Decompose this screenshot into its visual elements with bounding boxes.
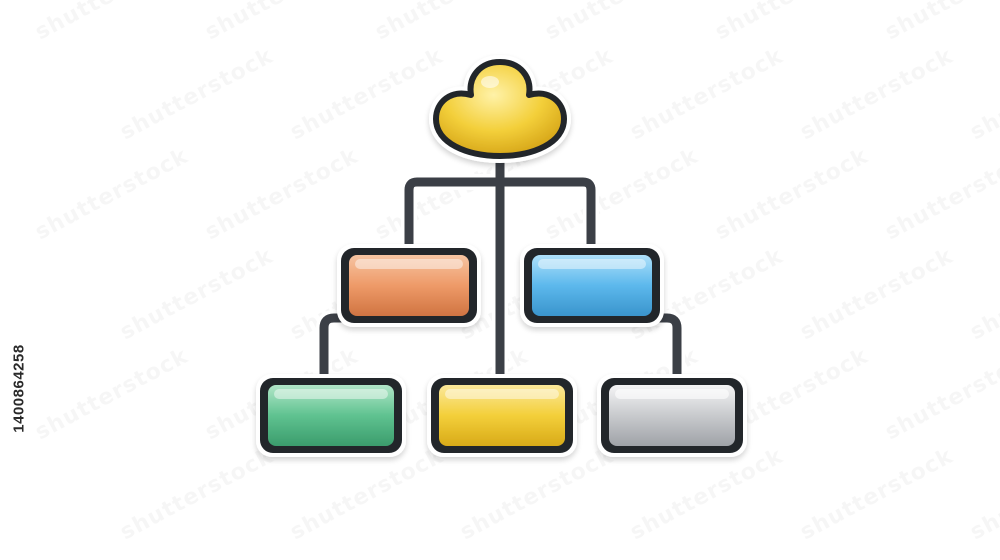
watermark-text: shutterstock (371, 0, 533, 45)
watermark-text: shutterstock (116, 443, 278, 545)
watermark-text: shutterstock (626, 443, 788, 545)
watermark-text: shutterstock (626, 43, 788, 145)
watermark-text: shutterstock (966, 443, 1000, 545)
watermark-text: shutterstock (711, 0, 873, 45)
watermark-text: shutterstock (796, 243, 958, 345)
watermark-text: shutterstock (881, 143, 1000, 245)
node-level2-yellow (427, 374, 577, 457)
node-level2-gray (597, 374, 747, 457)
level-1-bracket-connector (404, 177, 596, 253)
node-level1-orange (337, 244, 481, 327)
root-node (429, 55, 571, 163)
watermark-text: shutterstock (31, 0, 193, 45)
node-level2-green (256, 374, 406, 457)
watermark-text: shutterstock (796, 443, 958, 545)
watermark-text: shutterstock (31, 343, 193, 445)
watermark-text: shutterstock (881, 0, 1000, 45)
watermark-text: shutterstock (201, 143, 363, 245)
stock-image-id-text: 1400864258 (10, 343, 28, 433)
right-elbow-connector (650, 313, 682, 383)
watermark-text: shutterstock (116, 43, 278, 145)
left-elbow-connector (319, 313, 351, 383)
watermark-text: shutterstock (541, 143, 703, 245)
watermark-text: shutterstock (456, 443, 618, 545)
watermark-text: shutterstock (711, 143, 873, 245)
watermark-text: shutterstock (966, 43, 1000, 145)
watermark-text: shutterstock (796, 43, 958, 145)
watermark-text: shutterstock (541, 0, 703, 45)
stock-image-id: 1400864258 (6, 308, 32, 468)
watermark-text: shutterstock (31, 143, 193, 245)
watermark-text: shutterstock (201, 0, 363, 45)
watermark-text: shutterstock (116, 243, 278, 345)
watermark-text: shutterstock (286, 443, 448, 545)
watermark-text: shutterstock (286, 43, 448, 145)
watermark-text: shutterstock (881, 343, 1000, 445)
node-level1-blue (520, 244, 664, 327)
watermark-text: shutterstock (966, 243, 1000, 345)
connector-lines (316, 142, 685, 386)
